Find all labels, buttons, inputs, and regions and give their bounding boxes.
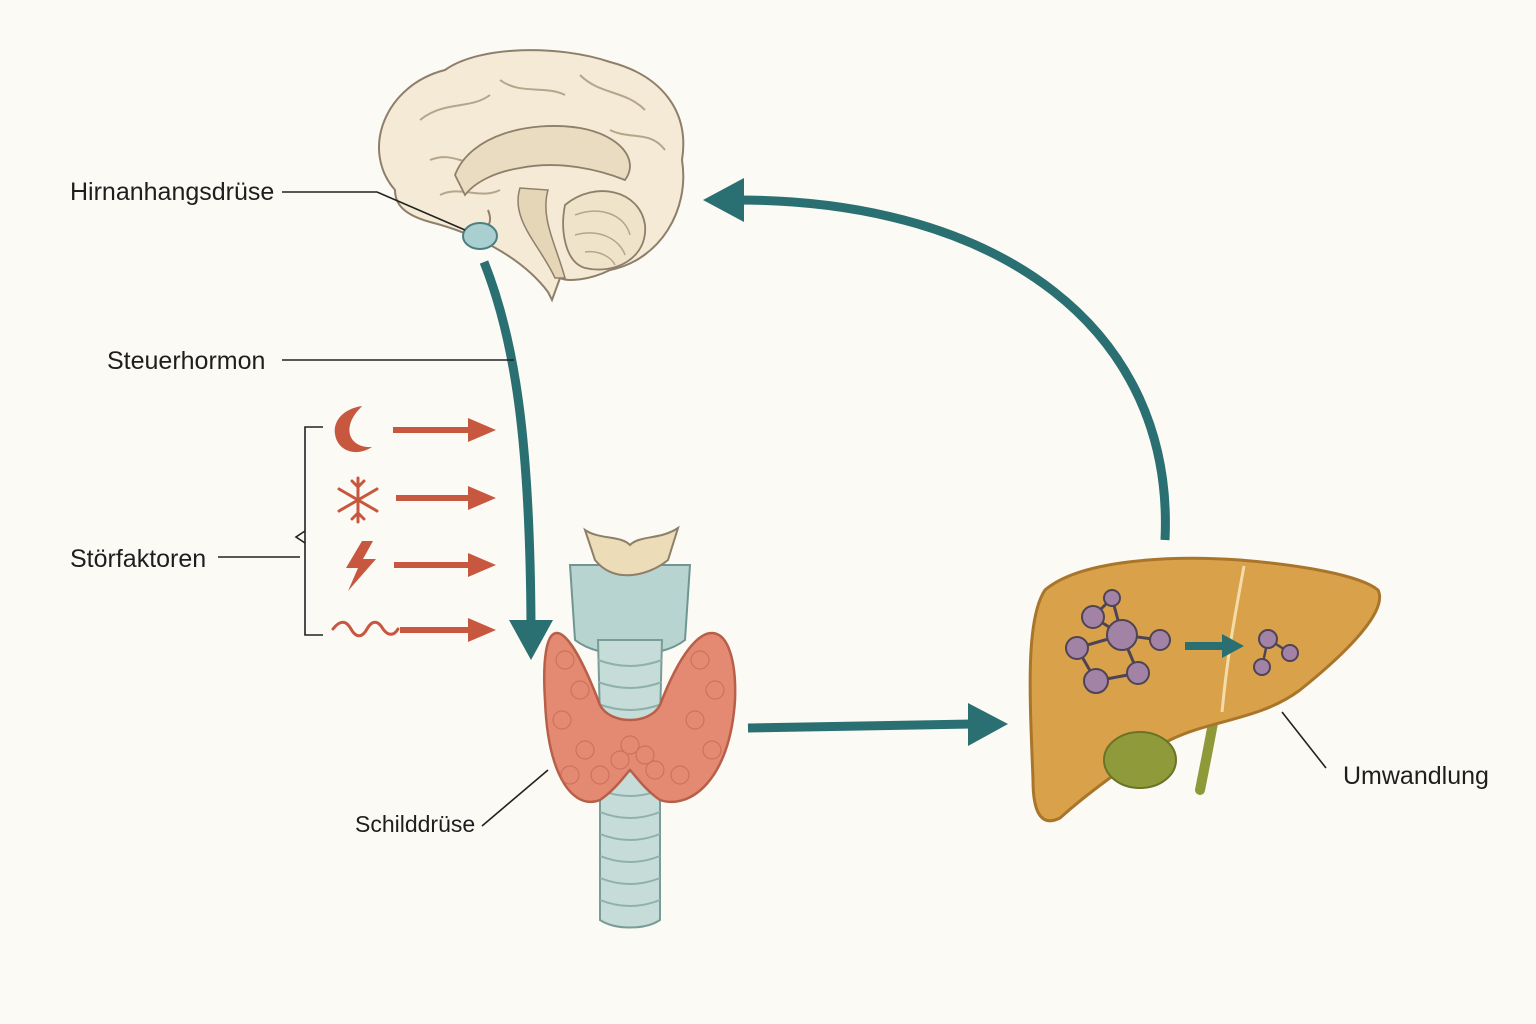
label-pituitary: Hirnanhangsdrüse bbox=[70, 178, 274, 206]
disruptors-group bbox=[294, 406, 496, 642]
disruptor-arrow-1 bbox=[393, 418, 496, 442]
label-disruptors: Störfaktoren bbox=[70, 545, 206, 573]
conversion-leader-line bbox=[1281, 711, 1327, 769]
brain-illustration bbox=[378, 49, 685, 303]
thyroid-leader-line bbox=[481, 769, 549, 827]
disruptor-arrow-2 bbox=[396, 486, 496, 510]
arrow-thyroid-to-liver-head bbox=[968, 703, 1008, 746]
arrow-pituitary-to-thyroid-head bbox=[509, 620, 553, 660]
label-conversion: Umwandlung bbox=[1343, 762, 1489, 790]
molecule-small-icon bbox=[1253, 629, 1299, 676]
arrow-liver-to-brain-head bbox=[703, 178, 744, 222]
disruptors-bracket bbox=[304, 426, 323, 636]
lightning-icon bbox=[346, 541, 376, 591]
snowflake-icon bbox=[337, 476, 379, 524]
disruptor-arrow-4 bbox=[400, 618, 496, 642]
arrow-pituitary-to-thyroid bbox=[479, 260, 536, 626]
wave-icon bbox=[331, 620, 400, 638]
liver-illustration bbox=[1028, 556, 1382, 823]
thyroid-illustration bbox=[543, 525, 737, 929]
arrow-thyroid-to-liver bbox=[747, 719, 973, 733]
molecule-large-icon bbox=[1065, 589, 1171, 694]
disruptor-arrow-3 bbox=[394, 553, 496, 577]
moon-icon bbox=[334, 406, 372, 453]
pituitary-gland bbox=[462, 222, 498, 250]
label-thyroid: Schilddrüse bbox=[355, 811, 475, 837]
arrow-liver-to-brain bbox=[737, 195, 1170, 541]
label-control-hormone: Steuerhormon bbox=[107, 347, 265, 375]
pituitary-leader-line bbox=[282, 191, 466, 231]
